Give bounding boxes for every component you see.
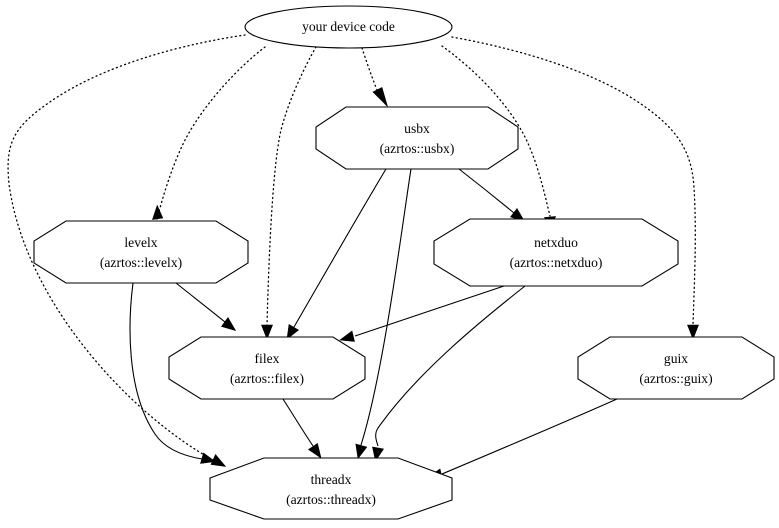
node-label-threadx-namespace: (azrtos::threadx) [286,492,376,508]
edge-levelx-to-filex [175,282,237,331]
edge-device-to-usbx [361,47,388,107]
node-guix[interactable]: guix (azrtos::guix) [577,336,775,400]
edge-usbx-to-netxduo [458,168,526,223]
node-label-guix-name: guix [664,351,688,366]
node-shape-ellipse [244,5,453,49]
node-label-guix-namespace: (azrtos::guix) [639,371,712,387]
edge-guix-to-threadx [425,398,618,480]
node-label-levelx-namespace: (azrtos::levelx) [100,255,182,271]
edge-device-to-threadx [7,34,246,467]
edge-netxduo-to-filex [339,285,505,342]
edge-device-to-levelx [152,46,266,220]
node-shape-octagon [33,220,249,284]
node-label-usbx-name: usbx [404,121,430,136]
nodes-layer: your device code usbx (azrtos::usbx) lev… [33,5,775,520]
node-label-filex-namespace: (azrtos::filex) [230,371,304,387]
node-threadx[interactable]: threadx (azrtos::threadx) [209,457,453,520]
node-label-your-device-code: your device code [302,19,395,34]
node-levelx[interactable]: levelx (azrtos::levelx) [33,220,249,284]
node-label-threadx-name: threadx [311,472,352,487]
node-shape-octagon [315,106,519,170]
node-shape-octagon [577,336,775,400]
edges-layer [7,34,699,480]
edge-netxduo-to-threadx [372,285,526,462]
node-shape-octagon [209,457,453,520]
node-label-filex-name: filex [255,351,280,366]
node-netxduo[interactable]: netxduo (azrtos::netxduo) [433,218,679,287]
node-your-device-code[interactable]: your device code [244,5,453,49]
node-label-netxduo-name: netxduo [534,235,578,250]
node-label-levelx-name: levelx [124,235,157,250]
node-label-usbx-namespace: (azrtos::usbx) [380,141,455,157]
edge-levelx-to-threadx [129,282,216,464]
edge-usbx-to-filex [286,168,387,340]
node-shape-octagon [168,336,366,400]
edge-usbx-to-threadx [355,168,412,460]
node-shape-octagon [433,218,679,287]
edge-device-to-guix [451,36,699,340]
node-filex[interactable]: filex (azrtos::filex) [168,336,366,400]
edge-filex-to-threadx [282,398,322,459]
node-usbx[interactable]: usbx (azrtos::usbx) [315,106,519,170]
node-label-netxduo-namespace: (azrtos::netxduo) [510,255,603,271]
edge-device-to-filex [261,46,317,340]
